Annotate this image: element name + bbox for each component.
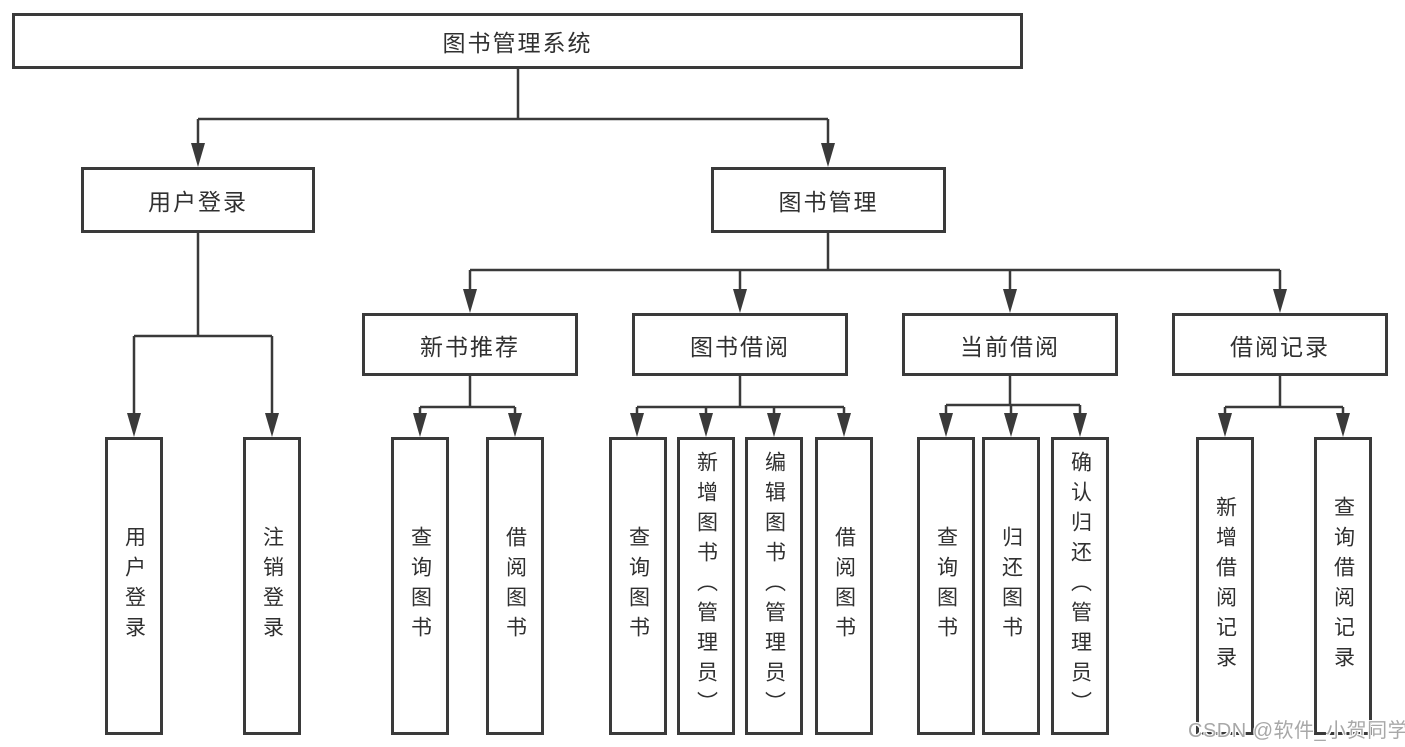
arrow-down-icon bbox=[1073, 413, 1087, 437]
leaf-add-books-admin: 新增图书（管理员） bbox=[677, 437, 735, 735]
node-current-borrowing: 当前借阅 bbox=[902, 313, 1118, 376]
leaf-edit-books-admin: 编辑图书（管理员） bbox=[745, 437, 803, 735]
arrow-down-icon bbox=[1218, 413, 1232, 437]
leaf-query-books: 查询图书 bbox=[917, 437, 975, 735]
arrowhead-icons bbox=[127, 143, 1350, 437]
arrow-down-icon bbox=[733, 289, 747, 313]
arrow-down-icon bbox=[699, 413, 713, 437]
arrow-down-icon bbox=[767, 413, 781, 437]
arrow-down-icon bbox=[939, 413, 953, 437]
node-book-borrowing: 图书借阅 bbox=[632, 313, 848, 376]
node-book-management: 图书管理 bbox=[711, 167, 946, 233]
arrow-down-icon bbox=[463, 289, 477, 313]
arrow-down-icon bbox=[127, 413, 141, 437]
leaf-query-books: 查询图书 bbox=[391, 437, 449, 735]
leaf-add-borrowing-record: 新增借阅记录 bbox=[1196, 437, 1254, 735]
leaf-borrow-books: 借阅图书 bbox=[486, 437, 544, 735]
arrow-down-icon bbox=[508, 413, 522, 437]
leaf-query-borrowing-record: 查询借阅记录 bbox=[1314, 437, 1372, 735]
arrow-down-icon bbox=[265, 413, 279, 437]
leaf-confirm-return-admin: 确认归还（管理员） bbox=[1051, 437, 1109, 735]
node-new-book-recommendation: 新书推荐 bbox=[362, 313, 578, 376]
csdn-watermark: CSDN @软件_小贺同学 bbox=[1188, 720, 1405, 742]
leaf-return-books: 归还图书 bbox=[982, 437, 1040, 735]
leaf-user-login: 用户登录 bbox=[105, 437, 163, 735]
arrow-down-icon bbox=[821, 143, 835, 167]
arrow-down-icon bbox=[630, 413, 644, 437]
tree-connector-lines bbox=[132, 69, 1345, 418]
leaf-query-books: 查询图书 bbox=[609, 437, 667, 735]
arrow-down-icon bbox=[1004, 413, 1018, 437]
arrow-down-icon bbox=[191, 143, 205, 167]
leaf-logout: 注销登录 bbox=[243, 437, 301, 735]
arrow-down-icon bbox=[1336, 413, 1350, 437]
node-borrowing-records: 借阅记录 bbox=[1172, 313, 1388, 376]
leaf-borrow-books: 借阅图书 bbox=[815, 437, 873, 735]
arrow-down-icon bbox=[1003, 289, 1017, 313]
arrow-down-icon bbox=[413, 413, 427, 437]
arrow-down-icon bbox=[1273, 289, 1287, 313]
arrow-down-icon bbox=[837, 413, 851, 437]
node-library-management-system: 图书管理系统 bbox=[12, 13, 1023, 69]
node-user-login: 用户登录 bbox=[81, 167, 315, 233]
